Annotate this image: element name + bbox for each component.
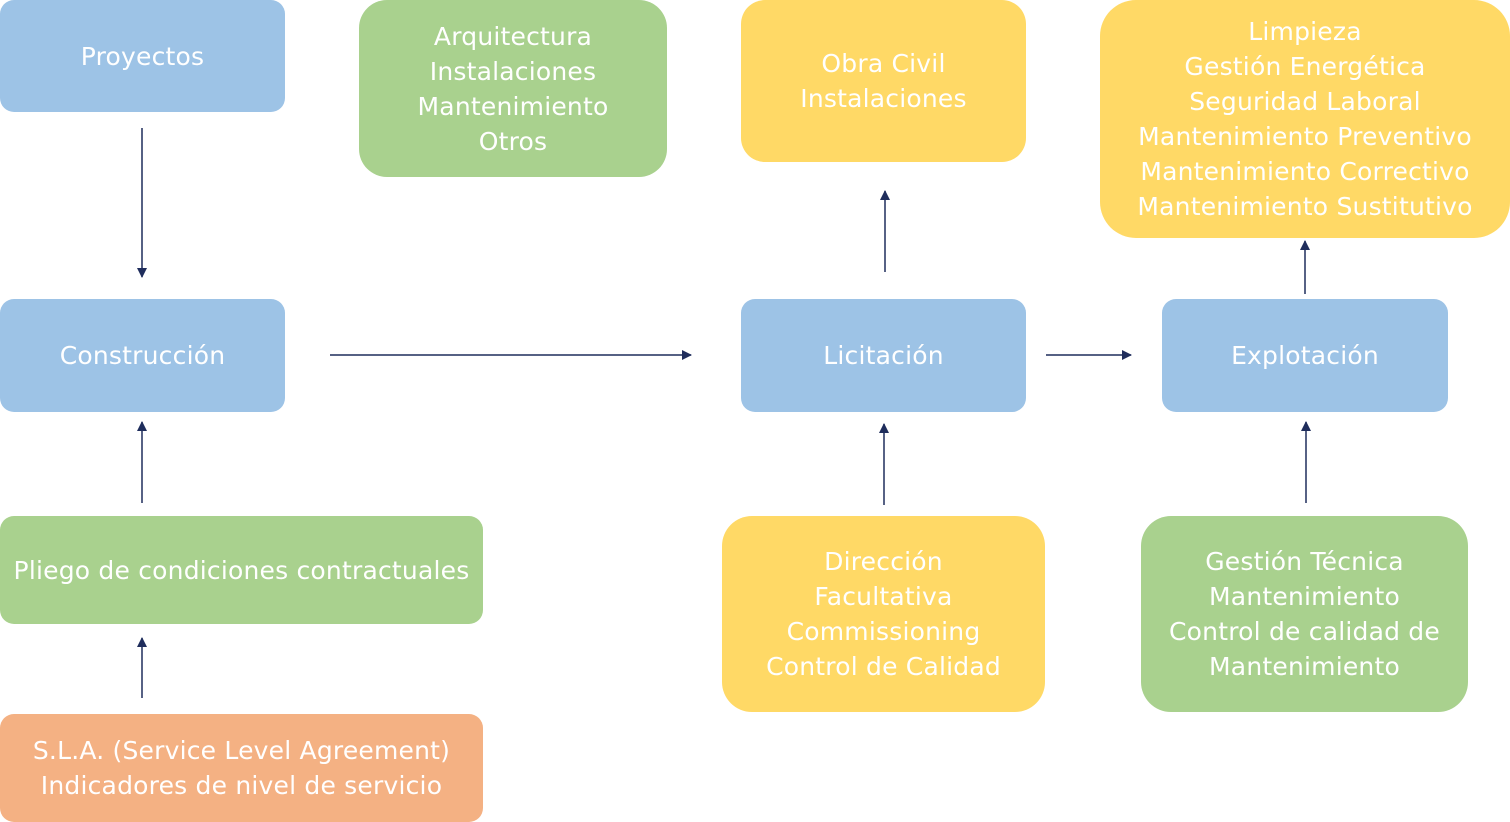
node-licitacion-line: Licitación xyxy=(823,341,944,370)
node-gestion-tecnica-line: Mantenimiento xyxy=(1209,582,1400,611)
node-direccion: Dirección Facultativa Commissioning Cont… xyxy=(722,516,1045,712)
node-limpieza-line: Mantenimiento Preventivo xyxy=(1138,122,1472,151)
node-proyectos: Proyectos xyxy=(0,0,285,112)
node-limpieza: Limpieza Gestión Energética Seguridad La… xyxy=(1100,0,1510,238)
node-obra-civil-line: Obra Civil xyxy=(821,49,946,78)
node-arquitectura: Arquitectura Instalaciones Mantenimiento… xyxy=(359,0,667,177)
node-proyectos-line: Proyectos xyxy=(80,41,205,71)
node-limpieza-line: Seguridad Laboral xyxy=(1189,87,1421,116)
node-direccion-line: Control de Calidad xyxy=(766,652,1001,681)
node-construccion-line: Construcción xyxy=(59,341,226,370)
node-limpieza-line: Gestión Energética xyxy=(1184,52,1426,81)
node-arquitectura-line: Mantenimiento xyxy=(417,91,609,121)
node-direccion-line: Facultativa xyxy=(814,582,953,611)
node-direccion-line: Commissioning xyxy=(786,617,981,646)
node-obra-civil-line: Instalaciones xyxy=(800,84,967,113)
node-sla-line: Indicadores de nivel de servicio xyxy=(40,771,443,800)
node-obra-civil: Obra Civil Instalaciones xyxy=(741,0,1026,162)
node-limpieza-line: Mantenimiento Correctivo xyxy=(1140,157,1470,186)
node-pliego: Pliego de condiciones contractuales xyxy=(0,516,483,624)
node-arquitectura-line: Otros xyxy=(478,126,548,156)
node-sla-line: S.L.A. (Service Level Agreement) xyxy=(32,736,451,765)
node-direccion-line: Dirección xyxy=(824,547,943,576)
node-limpieza-line: Mantenimiento Sustitutivo xyxy=(1137,192,1473,221)
node-construccion: Construcción xyxy=(0,299,285,412)
node-sla: S.L.A. (Service Level Agreement) Indicad… xyxy=(0,714,483,822)
node-gestion-tecnica-line: Gestión Técnica xyxy=(1205,547,1404,576)
node-gestion-tecnica-line: Control de calidad de xyxy=(1169,617,1440,646)
node-gestion-tecnica: Gestión Técnica Mantenimiento Control de… xyxy=(1141,516,1468,712)
node-explotacion-line: Explotación xyxy=(1231,341,1379,370)
node-licitacion: Licitación xyxy=(741,299,1026,412)
node-arquitectura-line: Instalaciones xyxy=(429,56,597,86)
node-pliego-line: Pliego de condiciones contractuales xyxy=(13,555,470,585)
node-explotacion: Explotación xyxy=(1162,299,1448,412)
node-arquitectura-line: Arquitectura xyxy=(433,21,593,51)
node-gestion-tecnica-line: Mantenimiento xyxy=(1209,652,1400,681)
node-limpieza-line: Limpieza xyxy=(1248,17,1362,46)
